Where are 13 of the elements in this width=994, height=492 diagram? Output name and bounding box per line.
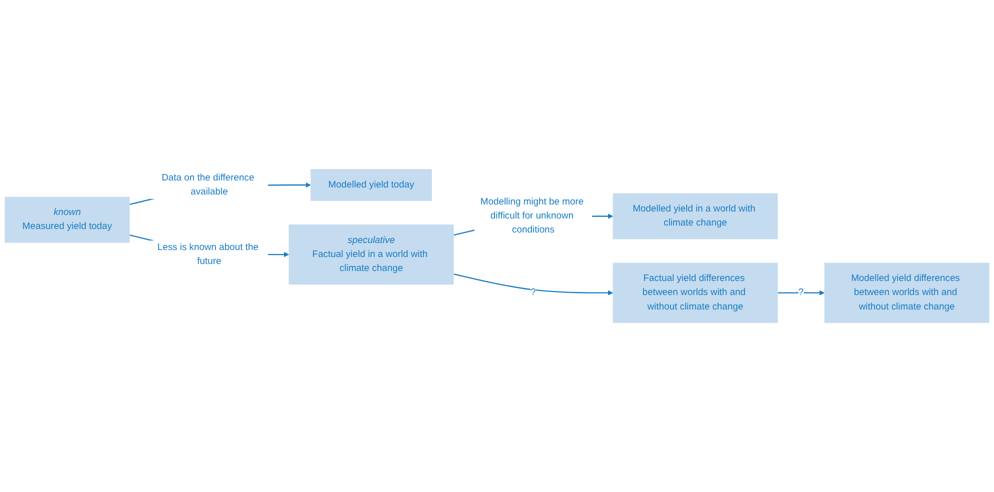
edge-label: Data on the difference available: [162, 172, 254, 197]
node-box: Modelled yield differences between worlds with and without climate change: [824, 262, 990, 323]
node-box: Modelled yield in a world with climate change: [612, 193, 778, 240]
arrow: [454, 273, 614, 296]
edge-label: ?: [530, 288, 536, 298]
node-box: Modelled yield today: [310, 169, 432, 201]
edge-label: Modelling might be more difficult for unknown conditions: [480, 196, 584, 236]
arrow: [778, 290, 825, 296]
node-box: Factual yield differences between worlds with and without climate change: [612, 262, 778, 323]
node-box: speculative Factual yield in a world with climate change: [288, 224, 454, 285]
edge-label: Less is known about the future: [157, 242, 258, 266]
node-box: known Measured yield today: [4, 196, 130, 243]
edge-label: ?: [798, 288, 804, 298]
